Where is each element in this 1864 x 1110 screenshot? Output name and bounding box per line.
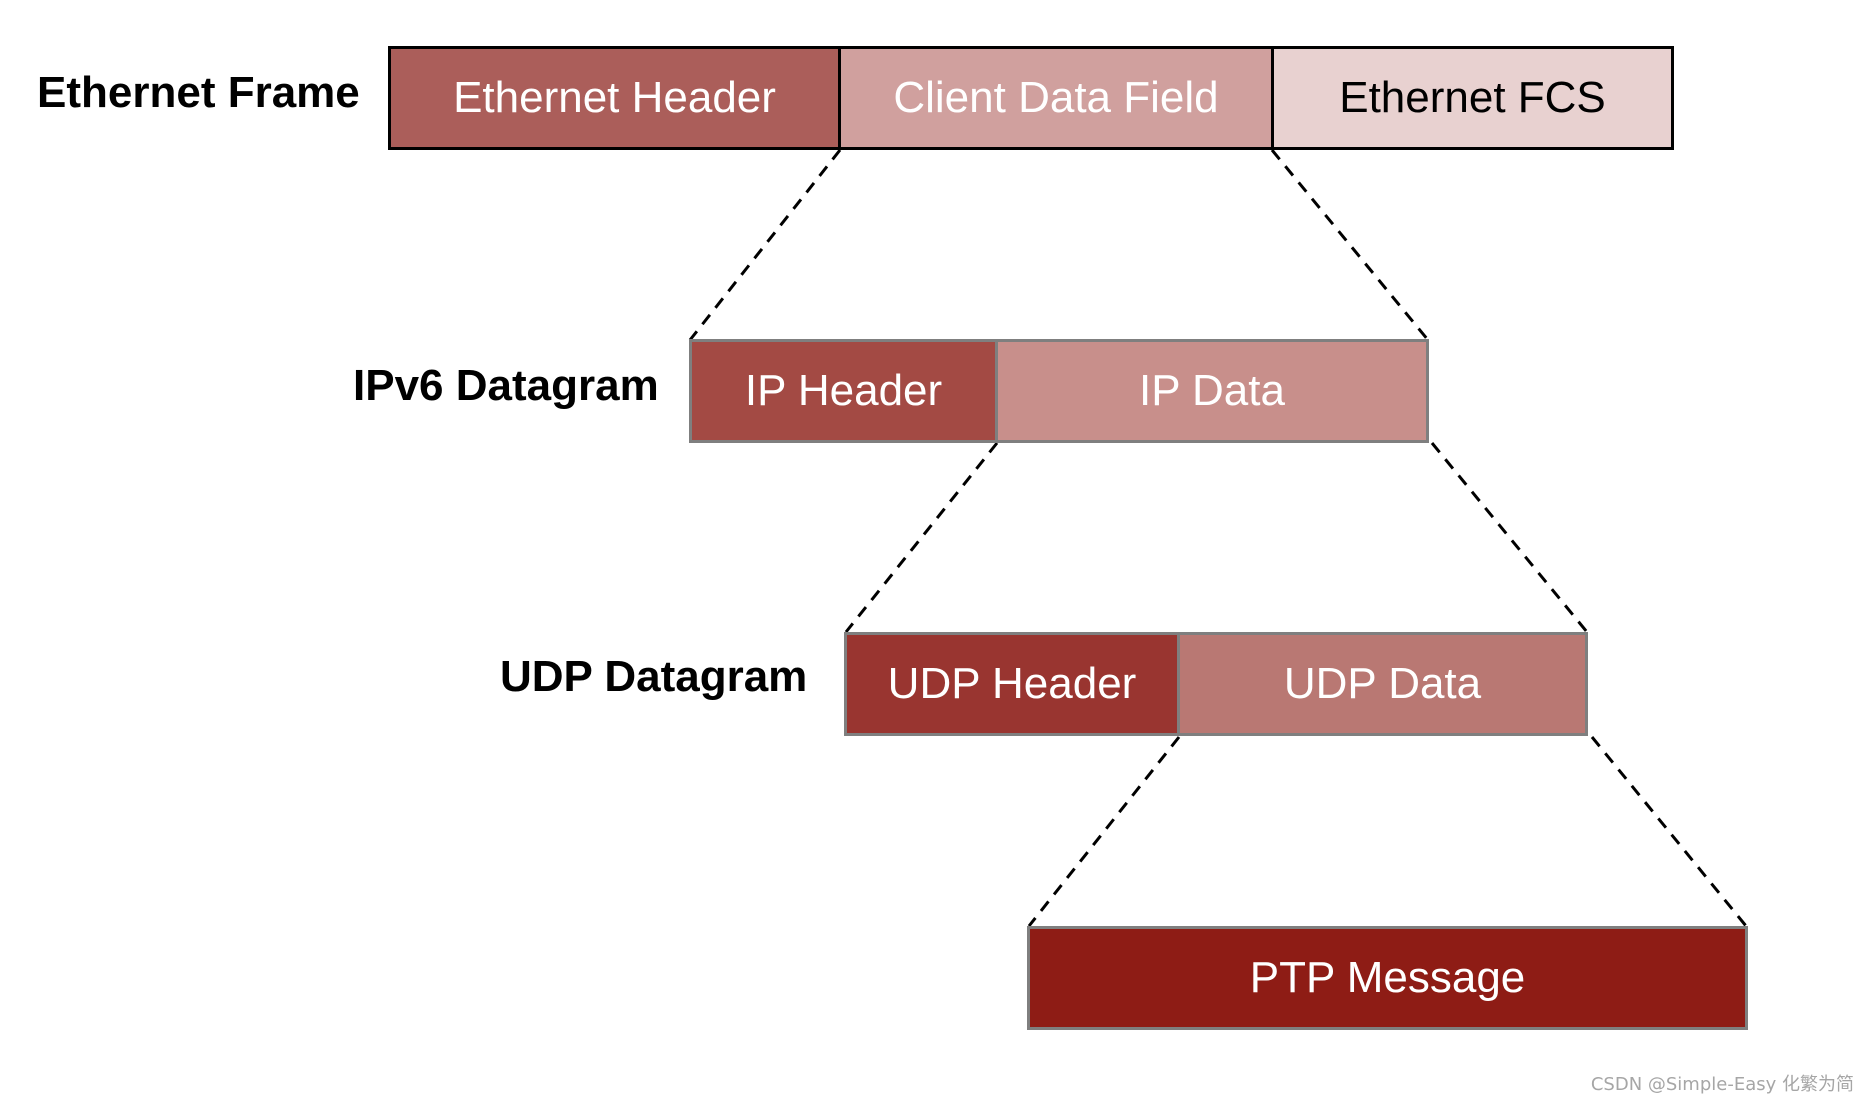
segment-ptp-message: PTP Message (1027, 926, 1748, 1030)
connector-line-ptp-right (1590, 736, 1748, 927)
segment-label: IP Header (744, 366, 943, 415)
segment-label: Client Data Field (893, 73, 1219, 122)
segment-label: Ethernet FCS (1339, 73, 1606, 122)
connector-line-ptp-left (1027, 736, 1181, 927)
row-label-ipv6-datagram: IPv6 Datagram (353, 361, 659, 410)
segment-label: IP Data (1139, 366, 1285, 415)
connector-line-udp-right (1430, 442, 1589, 633)
segment-ip-data: IP Data (995, 339, 1429, 443)
connector-line-ip-right (1270, 149, 1430, 341)
connector-line-ip-left (688, 149, 842, 341)
segment-ethernet-fcs: Ethernet FCS (1271, 46, 1674, 150)
segment-label: UDP Header (887, 659, 1137, 708)
segment-ip-header: IP Header (689, 339, 998, 443)
segment-label: Ethernet Header (453, 73, 776, 122)
segment-label: PTP Message (1249, 953, 1526, 1002)
watermark-text: CSDN @Simple-Easy 化繁为简 (1590, 1074, 1854, 1095)
row-label-ethernet-frame: Ethernet Frame (37, 68, 360, 117)
segment-client-data-field: Client Data Field (838, 46, 1274, 150)
segment-ethernet-header: Ethernet Header (388, 46, 841, 150)
segment-udp-data: UDP Data (1177, 632, 1588, 736)
segment-label: UDP Data (1283, 659, 1482, 708)
connector-line-udp-left (844, 442, 999, 633)
row-label-udp-datagram: UDP Datagram (500, 652, 808, 701)
segment-udp-header: UDP Header (844, 632, 1180, 736)
